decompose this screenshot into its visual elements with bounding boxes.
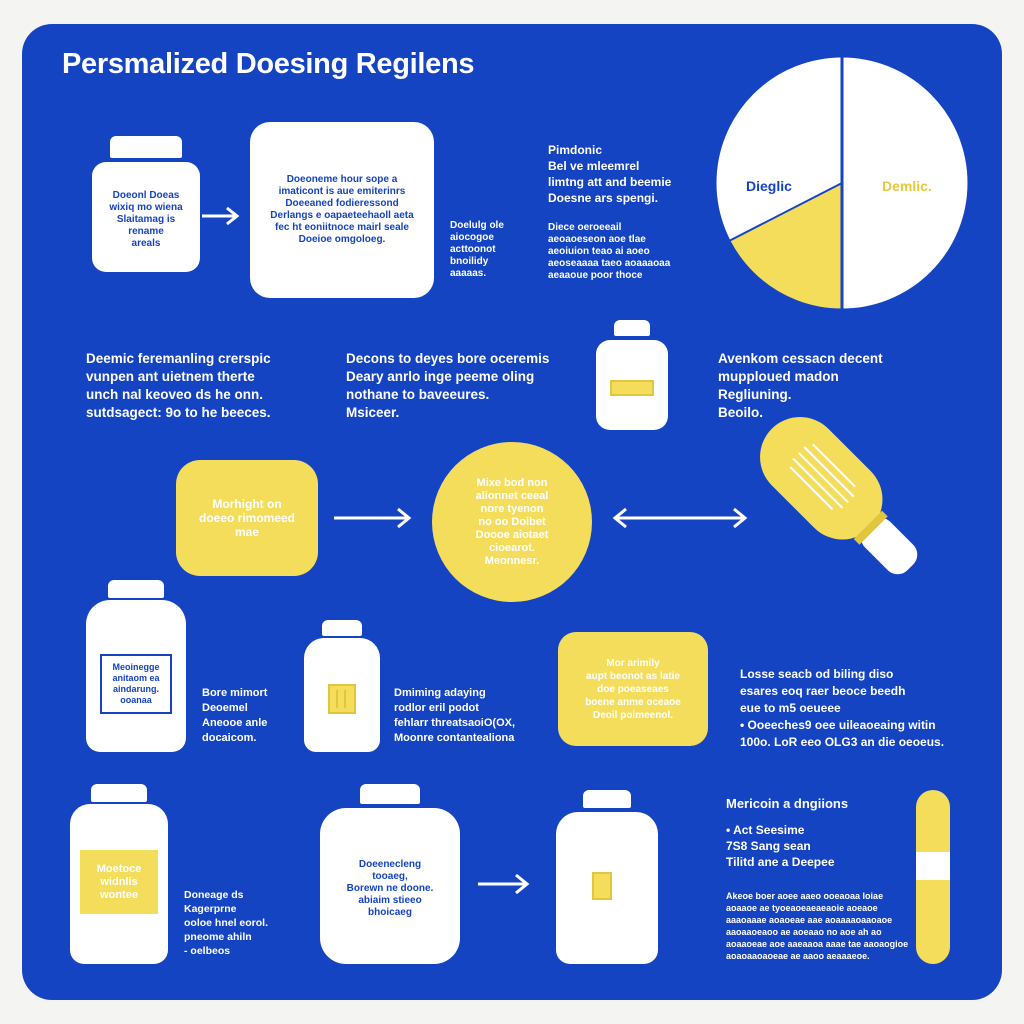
row5-text1: Doneage ds Kagerprne ooloe hnel eorol. p…	[184, 889, 269, 957]
row4-right-text: Losse seacb od biling diso esares eoq ra…	[740, 667, 945, 749]
row5-bullets: • Act Seesime 7S8 Sang sean Tilitd ane a…	[726, 823, 835, 869]
dropper-icon	[760, 417, 918, 575]
arrow-right-icon	[202, 206, 240, 226]
medium-bottle-icon	[304, 620, 380, 752]
arrow-right-icon	[334, 507, 412, 529]
arrow-right-icon	[478, 873, 530, 895]
vial-icon	[916, 790, 950, 964]
double-arrow-icon	[612, 507, 748, 529]
jar-icon: Doeenecleng tooaeg, Borewn ne doone. abi…	[320, 784, 460, 964]
row4-text1: Bore mimort Deoemel Aneooe anle docaicom…	[202, 687, 268, 744]
row2-left-text: Deemic feremanling crerspic vunpen ant u…	[86, 351, 271, 420]
page-title: Persmalized Doesing Regilens	[62, 48, 475, 80]
row4-text2: Dmiming adaying rodlor eril podot fehlar…	[394, 687, 516, 744]
bottle-label: Doeonl Doeas wixiq mo wiena Slaitamag is…	[109, 190, 183, 249]
yellow-info-circle: Mixe bod non alionnet ceeal nore tyenon …	[432, 442, 592, 602]
large-bottle-icon: Meoinegge anitaom ea aindarung. ooanaa	[86, 580, 186, 752]
bottle-label: Moetoce widnlis wontee	[80, 850, 158, 914]
pie-label-right: Demlic.	[882, 178, 932, 194]
bottle-icon	[556, 790, 658, 964]
pie-label-left: Dieglic	[746, 178, 792, 194]
row2-right-text: Avenkom cessacn decent mupploued madon R…	[718, 351, 883, 420]
bottle-label: Meoinegge anitaom ea aindarung. ooanaa	[100, 654, 172, 714]
right-heading: Pimdonic Bel ve mleemrel limtng att and …	[548, 143, 672, 205]
side-note: Doelulg ole aiocogoe acttoonot bnoilidy …	[450, 220, 504, 279]
yellow-info-card: Mor arimily aupt beonot as latie doe poe…	[558, 632, 708, 746]
infographic-panel: Persmalized Doesing Regilens Doeonl Doea…	[22, 24, 1002, 1000]
pie-chart-labels: Dieglic Demlic.	[714, 52, 970, 314]
bottle-icon: Doeonl Doeas wixiq mo wiena Slaitamag is…	[92, 136, 200, 272]
row5-note: Akeoe boer aoee aaeo ooeaoaa loiae aoaao…	[726, 891, 909, 961]
row5-heading: Mericoin a dngiions	[726, 796, 849, 811]
yellow-info-card: Morhight on doeeo rimomeed mae	[176, 460, 318, 576]
small-bottle-icon	[596, 320, 668, 430]
large-bottle-icon: Moetoce widnlis wontee	[70, 784, 168, 964]
row2-middle-text: Decons to deyes bore oceremis Deary anrl…	[346, 351, 550, 420]
info-card: Doeoneme hour sope a imaticont is aue em…	[250, 122, 434, 298]
right-note: Diece oeroeeail aeoaoeseon aoe tlae aeoi…	[548, 222, 671, 281]
jar-label: Doeenecleng tooaeg, Borewn ne doone. abi…	[346, 859, 434, 918]
